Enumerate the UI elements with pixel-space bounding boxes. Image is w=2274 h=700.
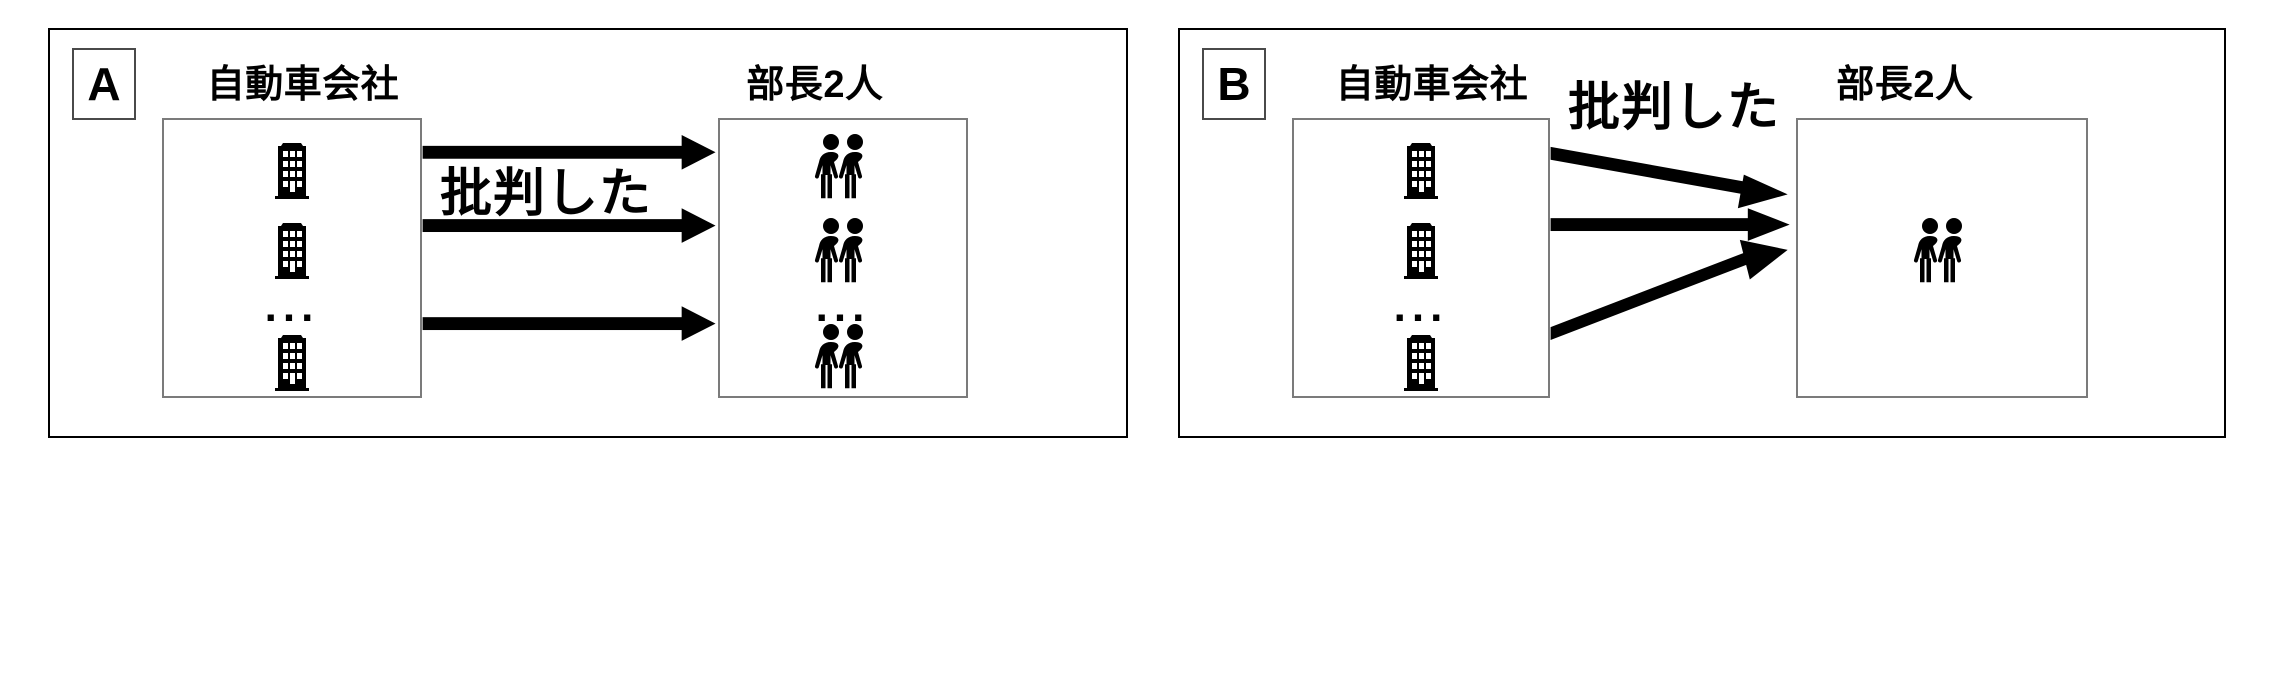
two-people-icon — [814, 218, 863, 283]
people-slot-3 — [720, 322, 966, 392]
arrow-3 — [422, 306, 716, 341]
building-slot-2 — [1294, 216, 1548, 280]
building-slot-1 — [164, 136, 420, 200]
panel-b-right-title: 部長2人 — [1836, 64, 1974, 106]
panel-b-left-title: 自動車会社 — [1335, 64, 1529, 106]
panel-a-badge: A — [72, 48, 136, 120]
panel-a-company-box: ... — [162, 118, 422, 398]
panel-a-relation-label: 批判した — [440, 165, 653, 223]
panel-b-badge: B — [1202, 48, 1266, 120]
panel-b-relation-label: 批判した — [1568, 79, 1781, 137]
building-icon — [1404, 223, 1438, 279]
people-slot-1 — [1798, 216, 2086, 286]
building-icon — [1404, 143, 1438, 199]
panel-b-company-box: ... — [1292, 118, 1550, 398]
panel-a-right-title: 部長2人 — [746, 64, 884, 106]
building-slot-2 — [164, 216, 420, 280]
building-slot-3 — [1294, 328, 1548, 392]
building-slot-1 — [1294, 136, 1548, 200]
building-icon — [275, 223, 309, 279]
company-ellipsis: ... — [164, 282, 420, 331]
panel-b: B 自動車会社 部長2人 — [1178, 28, 2226, 438]
panel-a: A 自動車会社 部長2人 — [48, 28, 1128, 438]
building-icon — [1404, 335, 1438, 391]
two-people-icon — [814, 134, 863, 199]
manager-ellipsis-label: ... — [815, 282, 871, 331]
company-ellipsis: ... — [1294, 282, 1548, 331]
building-icon — [275, 143, 309, 199]
arrow-3 — [1550, 239, 1788, 340]
two-people-icon — [814, 324, 863, 389]
arrow-2 — [1550, 208, 1790, 241]
two-people-icon — [1913, 218, 1962, 283]
arrow-1 — [1550, 146, 1788, 209]
panel-b-manager-box — [1796, 118, 2088, 398]
people-slot-2 — [720, 216, 966, 286]
company-ellipsis-label: ... — [264, 282, 320, 331]
panel-a-left-title: 自動車会社 — [206, 64, 400, 106]
people-slot-1 — [720, 132, 966, 202]
panel-a-manager-box: ... — [718, 118, 968, 398]
building-slot-3 — [164, 328, 420, 392]
manager-ellipsis: ... — [720, 282, 966, 331]
building-icon — [275, 335, 309, 391]
company-ellipsis-label: ... — [1393, 282, 1449, 331]
